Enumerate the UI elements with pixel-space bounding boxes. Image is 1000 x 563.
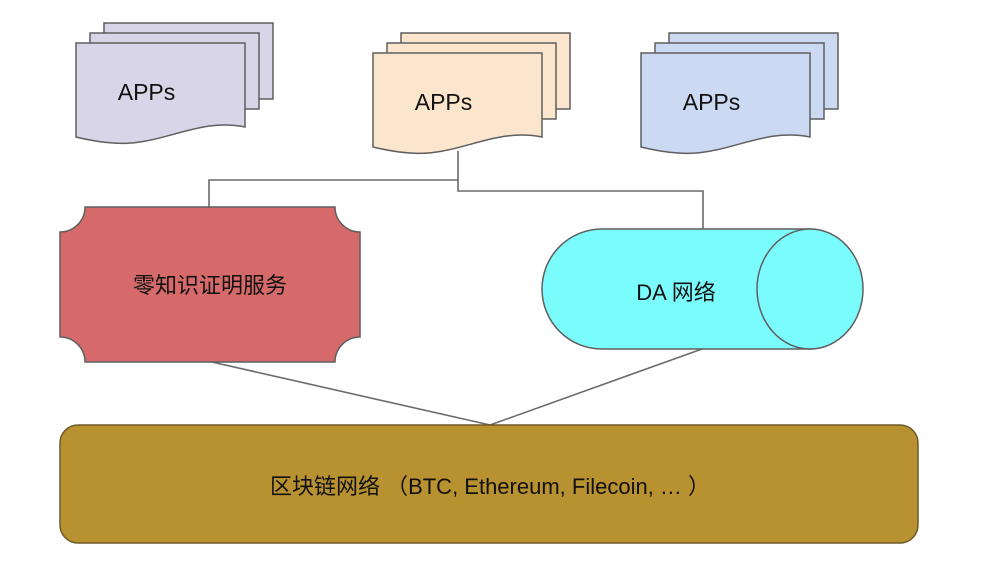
connector-apps-to-da (457, 180, 704, 230)
da-network-label: DA 网络 (636, 280, 715, 305)
apps-page-front (75, 42, 246, 145)
apps-label: APPs (415, 89, 473, 115)
blockchain-network-label: 区块链网络 （BTC, Ethereum, Filecoin, … ） (270, 474, 710, 499)
connector-zk-to-blockchain (211, 361, 491, 426)
apps-label: APPs (118, 79, 176, 105)
da-network-end-cap (756, 228, 864, 350)
connector-da-to-blockchain (489, 348, 703, 426)
apps-page-front (640, 52, 811, 155)
apps-page-front (372, 52, 543, 155)
connectors (208, 151, 704, 426)
zk-proof-service-label: 零知识证明服务 (133, 273, 287, 298)
blockchain-network-box (59, 424, 919, 544)
connector-apps-to-zk (208, 151, 459, 208)
zk-proof-service-shape (59, 206, 361, 363)
apps-label: APPs (683, 89, 741, 115)
apps-stack-2: APPs (372, 32, 571, 155)
apps-stack-1: APPs (75, 22, 274, 145)
da-network-cylinder (541, 228, 864, 350)
apps-stack-3: APPs (640, 32, 839, 155)
